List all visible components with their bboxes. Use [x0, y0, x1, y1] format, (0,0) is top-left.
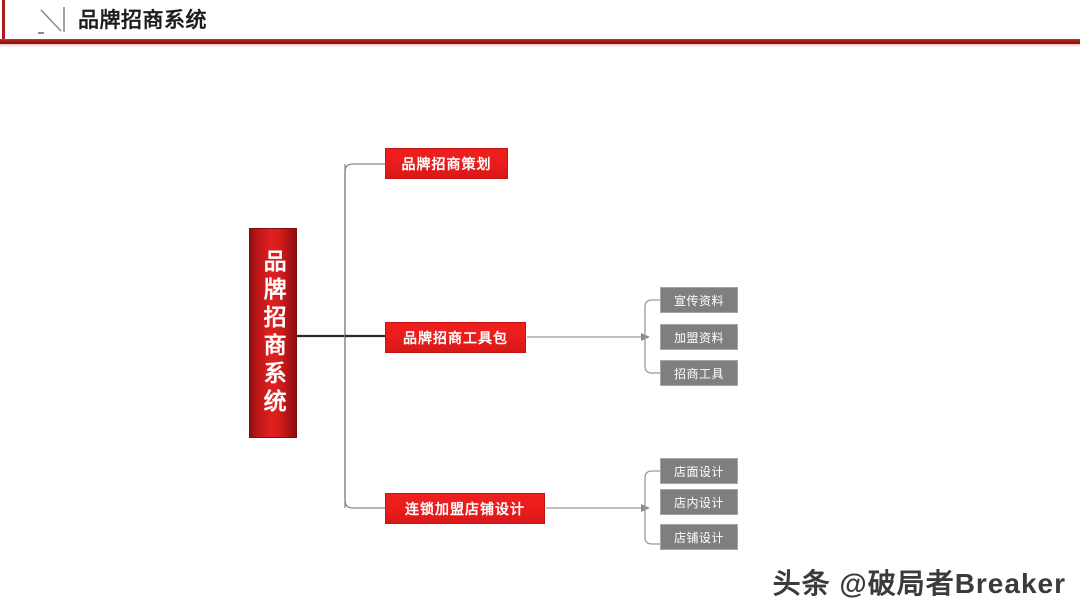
leaf-node-3-1[interactable]: 店面设计 [660, 458, 738, 484]
branch-node-1-label: 品牌招商策划 [401, 155, 492, 172]
leaf-node-2-3-label: 招商工具 [673, 366, 724, 381]
leaf-node-3-1-label: 店面设计 [673, 464, 724, 479]
leaf-node-3-3-label: 店铺设计 [673, 530, 724, 545]
branch-node-3-label: 连锁加盟店铺设计 [405, 500, 525, 517]
watermark-text: 头条 @破局者Breaker [772, 568, 1066, 599]
branch-node-2-label: 品牌招商工具包 [403, 329, 508, 346]
leaf-node-2-2[interactable]: 加盟资料 [660, 324, 738, 350]
branch-node-2[interactable]: 品牌招商工具包 [385, 322, 526, 353]
leaf-node-3-3[interactable]: 店铺设计 [660, 524, 738, 550]
header-divider-shadow [0, 44, 1080, 47]
leaf-node-3-2-label: 店内设计 [673, 495, 724, 510]
leaf-node-2-1[interactable]: 宣传资料 [660, 287, 738, 313]
leaf-node-3-2[interactable]: 店内设计 [660, 489, 738, 515]
leaf-node-2-2-label: 加盟资料 [673, 330, 724, 345]
root-node[interactable]: 品牌招商系统 [249, 228, 297, 438]
leaf-node-2-3[interactable]: 招商工具 [660, 360, 738, 386]
header-left-accent-bar [2, 0, 5, 42]
leaf-node-2-1-label: 宣传资料 [673, 293, 724, 308]
branch-node-1[interactable]: 品牌招商策划 [385, 148, 508, 179]
root-node-label: 品牌招商系统 [260, 249, 287, 417]
branch-node-3[interactable]: 连锁加盟店铺设计 [385, 493, 545, 524]
diagonal-pen-icon [36, 5, 70, 39]
header-divider [0, 39, 1080, 44]
page-title: 品牌招商系统 [78, 9, 207, 32]
